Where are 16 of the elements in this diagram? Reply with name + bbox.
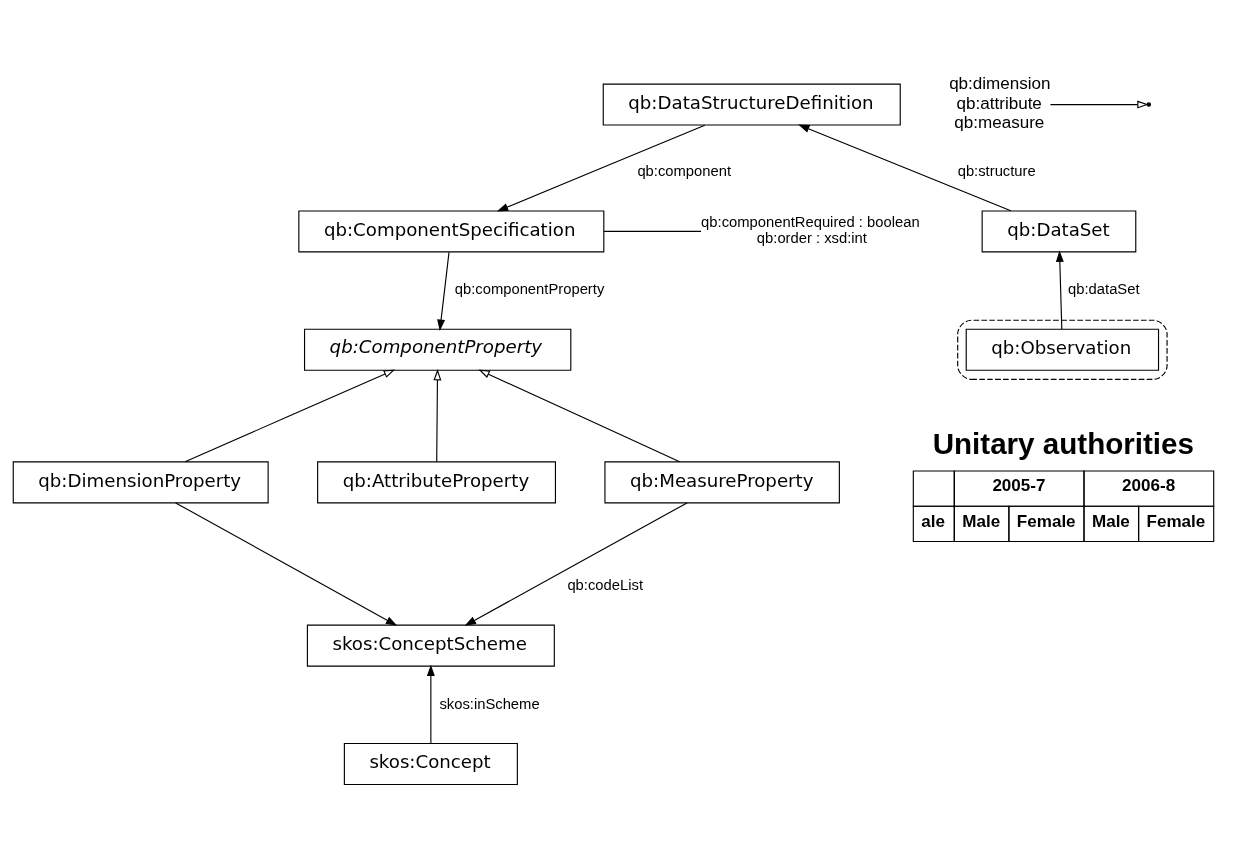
edge-label: qb:codeList — [567, 577, 644, 594]
label: Male — [1091, 511, 1130, 531]
edge-label: qb:component — [637, 163, 732, 180]
label: Male — [962, 511, 1001, 531]
edge-label: skos:inScheme — [439, 695, 540, 712]
label: ale — [921, 511, 945, 531]
node-text: qb:dimension qb:attribute qb:measure — [949, 74, 1051, 132]
edge-label: qb:structure — [957, 163, 1036, 180]
node-text: qb:componentRequired : boolean qb:order : xsd:int — [701, 214, 920, 247]
label: 2005-7 — [992, 476, 1046, 496]
label: 2006-8 — [1122, 476, 1176, 496]
edge-label: qb:componentProperty — [454, 281, 605, 298]
label: Female — [1016, 511, 1076, 531]
edge-label: qb:dataSet — [1068, 281, 1140, 298]
label: Female — [1146, 511, 1206, 531]
label: Unitary authorities — [932, 426, 1194, 460]
